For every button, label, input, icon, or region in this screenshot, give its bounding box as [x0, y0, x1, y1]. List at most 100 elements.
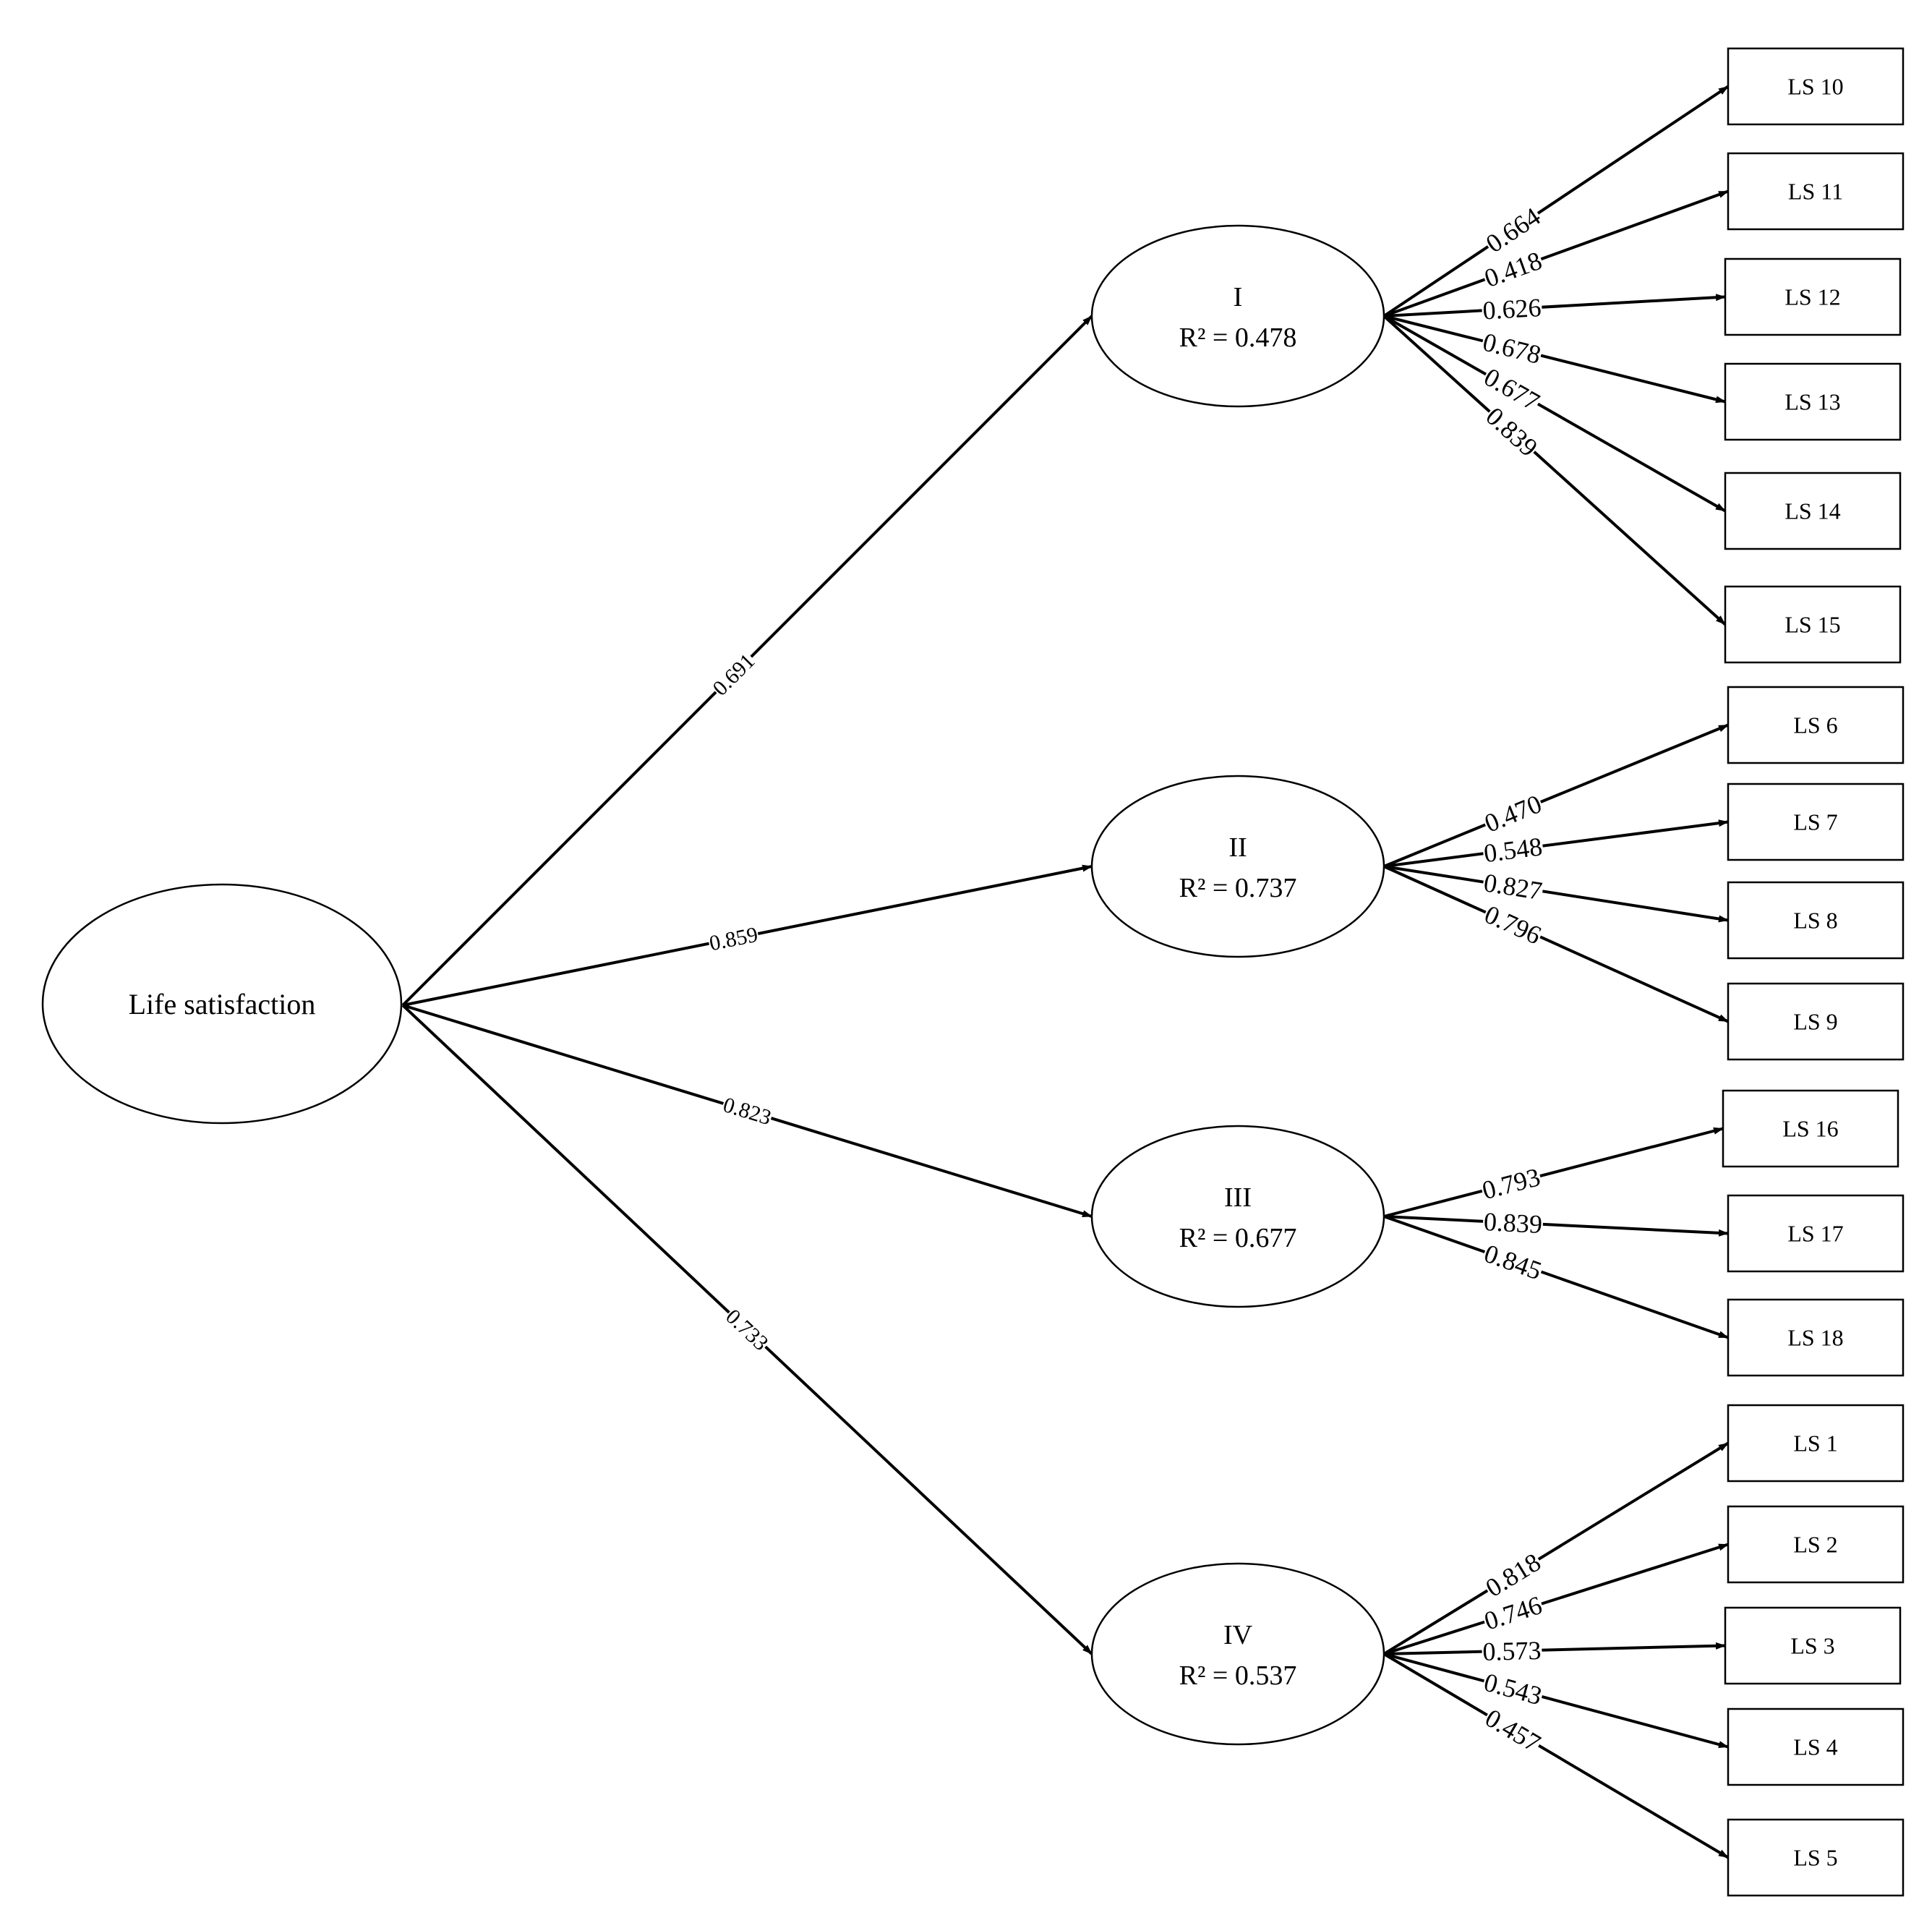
node-item-ls5: LS 5	[1727, 1818, 1905, 1897]
path-ii-to-ls8	[1383, 865, 1729, 923]
node-item-ls15: LS 15	[1724, 585, 1902, 664]
path-ii-to-ls9	[1383, 865, 1729, 1023]
factor-ellipse	[1090, 224, 1385, 408]
indicator-box	[1727, 783, 1905, 861]
node-factor-i: IR² = 0.478	[1090, 224, 1385, 408]
weight-label-bg	[1481, 292, 1543, 325]
path-weight-label: 0.746	[1481, 1590, 1545, 1636]
indicator-label: LS 10	[1787, 74, 1843, 100]
indicator-box	[1727, 686, 1905, 764]
path-weight-label: 0.796	[1480, 900, 1545, 950]
indicator-label: LS 8	[1793, 908, 1837, 934]
node-life-satisfaction: Life satisfaction	[41, 883, 403, 1125]
node-item-ls9: LS 9	[1727, 982, 1905, 1061]
path-weight-label: 0.793	[1479, 1162, 1543, 1205]
path-iv-to-ls5	[1382, 1653, 1730, 1859]
indicator-label: LS 17	[1787, 1221, 1843, 1247]
indicator-label: LS 7	[1793, 809, 1837, 835]
path-weight-label: 0.543	[1481, 1668, 1545, 1711]
weight-label-bg	[1478, 1161, 1544, 1205]
indicator-box	[1727, 1298, 1905, 1377]
path-weight-label: 0.677	[1479, 362, 1544, 417]
weight-label-bg	[1481, 867, 1545, 905]
indicator-label: LS 9	[1793, 1009, 1837, 1035]
weight-label-bg	[1482, 1206, 1544, 1239]
path-i-to-ls14	[1383, 315, 1726, 513]
factor-ellipse	[1090, 1562, 1385, 1746]
path-weight-label: 0.418	[1481, 246, 1546, 293]
node-item-ls16: LS 16	[1722, 1089, 1899, 1168]
path-iv-to-ls1	[1382, 1441, 1730, 1655]
weight-label-bg	[706, 921, 761, 955]
weight-label-bg	[1480, 1590, 1546, 1636]
path-ii-to-ls6	[1383, 723, 1729, 868]
path-i-to-ls11	[1383, 189, 1729, 317]
indicator-box	[1724, 362, 1902, 441]
path-weight-label: 0.859	[707, 923, 760, 956]
path-iii-to-ls18	[1383, 1215, 1729, 1339]
indicator-label: LS 2	[1793, 1532, 1837, 1558]
indicator-box	[1724, 1606, 1902, 1685]
indicator-box	[1727, 881, 1905, 960]
path-iv-to-ls3	[1383, 1642, 1726, 1655]
indicator-box	[1724, 257, 1902, 336]
weight-label-bg	[719, 1092, 775, 1130]
latent-ellipse	[41, 883, 403, 1125]
node-item-ls2: LS 2	[1727, 1505, 1905, 1584]
factor-ellipse	[1090, 775, 1385, 958]
node-item-ls7: LS 7	[1727, 783, 1905, 861]
indicator-label: LS 12	[1784, 284, 1840, 310]
weight-label-bg	[1480, 1667, 1546, 1711]
weight-label-bg	[1481, 831, 1545, 868]
indicator-box	[1727, 152, 1905, 231]
weight-label-bg	[1482, 1635, 1542, 1666]
weight-label-bg	[707, 648, 760, 701]
factor-ellipse	[1090, 1125, 1385, 1308]
root-label: Life satisfaction	[129, 988, 316, 1020]
factor-r2: R² = 0.737	[1179, 873, 1297, 903]
node-item-ls18: LS 18	[1727, 1298, 1905, 1377]
weight-label-bg	[1479, 362, 1545, 417]
weight-label-bg	[1479, 1702, 1547, 1758]
path-iv-to-ls4	[1383, 1653, 1729, 1749]
factor-label: II	[1228, 832, 1247, 863]
node-item-ls8: LS 8	[1727, 881, 1905, 960]
path-weight-label: 0.678	[1480, 327, 1544, 370]
indicator-box	[1727, 1505, 1905, 1584]
path-weight-label: 0.573	[1482, 1636, 1542, 1666]
indicator-label: LS 15	[1784, 612, 1840, 638]
path-i-to-ls12	[1383, 294, 1726, 317]
weight-label-bg	[1480, 201, 1546, 259]
path-weight-label: 0.839	[1483, 1207, 1543, 1239]
indicator-box	[1722, 1089, 1899, 1168]
weight-label-bg	[1479, 899, 1547, 950]
path-i-to-ls13	[1383, 315, 1726, 404]
indicator-label: LS 5	[1793, 1845, 1837, 1871]
node-item-ls14: LS 14	[1724, 472, 1902, 550]
indicator-box	[1727, 1707, 1905, 1786]
indicator-box	[1727, 982, 1905, 1061]
weight-label-bg	[721, 1303, 774, 1356]
weight-label-bg	[1480, 401, 1544, 463]
node-item-ls6: LS 6	[1727, 686, 1905, 764]
indicator-box	[1724, 472, 1902, 550]
weight-label-bg	[1479, 1547, 1547, 1603]
indicator-box	[1724, 585, 1902, 664]
factor-label: III	[1224, 1182, 1252, 1213]
path-ii-to-ls7	[1383, 819, 1729, 868]
node-item-ls10: LS 10	[1727, 47, 1905, 126]
indicator-label: LS 6	[1793, 712, 1837, 738]
path-i-to-ls10	[1382, 85, 1730, 317]
node-factor-ii: II R² = 0.737	[1090, 775, 1385, 958]
path-iii-to-ls16	[1383, 1127, 1724, 1218]
path-iv-to-ls2	[1383, 1543, 1729, 1655]
indicator-box	[1727, 1818, 1905, 1897]
indicator-label: LS 4	[1793, 1734, 1837, 1760]
factor-r2: R² = 0.537	[1179, 1660, 1297, 1691]
path-weight-label: 0.823	[720, 1093, 774, 1130]
node-item-ls11: LS 11	[1727, 152, 1905, 231]
indicator-label: LS 11	[1788, 179, 1843, 205]
